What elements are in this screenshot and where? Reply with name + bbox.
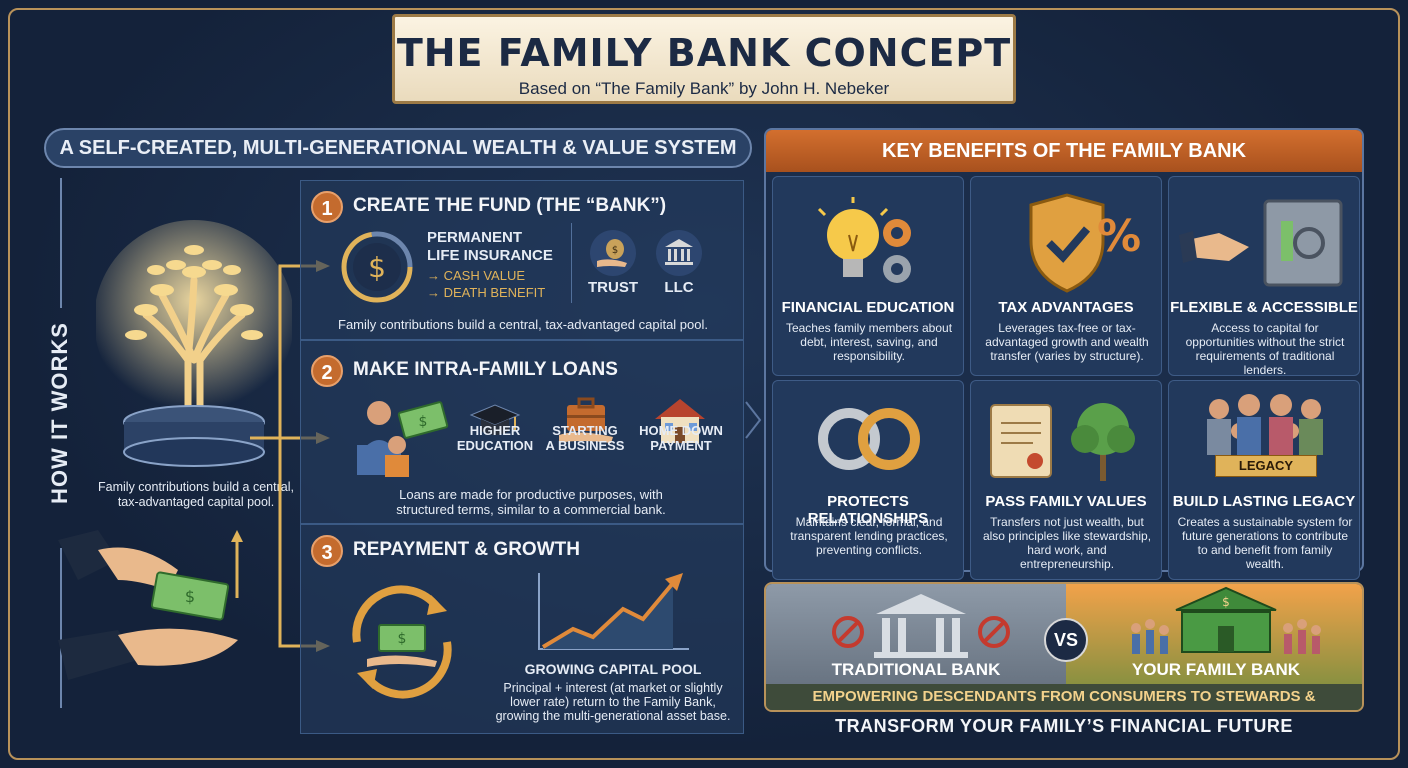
footer-tagline: TRANSFORM YOUR FAMILY’S FINANCIAL FUTURE — [835, 716, 1293, 736]
comparison-tagline: EMPOWERING DESCENDANTS FROM CONSUMERS TO… — [766, 684, 1362, 710]
money-bag-hand-icon: $ — [590, 230, 636, 276]
benefit-title-tax: TAX ADVANTAGES — [998, 299, 1134, 316]
step-3-description: Principal + interest (at market or sligh… — [495, 681, 731, 723]
step-1-description: Family contributions build a central, ta… — [338, 317, 708, 332]
chevron-right-icon — [745, 401, 762, 439]
comparison-panel: TRADITIONAL BANK $ YOUR FAMILY BANK VS E… — [764, 582, 1364, 712]
dollar-cycle-icon: $ — [341, 231, 413, 303]
benefit-desc-relationships: Maintains clear, formal, and transparent… — [790, 515, 948, 557]
page-title: THE FAMILY BANK CONCEPT — [396, 31, 1012, 75]
linked-rings-icon — [818, 408, 920, 470]
svg-text:$: $ — [1222, 595, 1230, 609]
benefit-card-tax: % TAX ADVANTAGES Leverages tax-free or t… — [970, 176, 1162, 376]
svg-text:$: $ — [185, 587, 195, 606]
step-2-title: MAKE INTRA-FAMILY LOANS — [353, 359, 618, 380]
left-section-banner: A SELF-CREATED, MULTI-GENERATIONAL WEALT… — [44, 128, 752, 168]
side-divider-top — [60, 178, 62, 308]
insurance-label-line1: PERMANENT — [427, 229, 523, 246]
benefit-title-flexible: FLEXIBLE & ACCESSIBLE — [1170, 299, 1358, 316]
briefcase-hand-icon — [559, 397, 613, 443]
step-1-title: CREATE THE FUND (THE “BANK”) — [353, 195, 667, 216]
purpose-education-line1: HIGHER — [469, 423, 521, 438]
benefit-card-relationships: PROTECTS RELATIONSHIPS Maintains clear, … — [772, 380, 964, 580]
step-1-number: 1 — [311, 191, 343, 223]
traditional-bank-icon — [832, 594, 1010, 658]
growth-chart-icon — [538, 573, 689, 650]
benefit-desc-tax: Leverages tax-free or tax-advantaged gro… — [985, 321, 1149, 363]
benefit-desc-values: Transfers not just wealth, but also prin… — [982, 515, 1152, 571]
side-divider-bottom — [60, 548, 62, 708]
benefit-title-relationships: PROTECTS RELATIONSHIPS — [807, 493, 929, 527]
step-2-description: Loans are made for productive purposes, … — [396, 487, 666, 517]
svg-text:%: % — [1097, 211, 1141, 262]
benefit-title-values: PASS FAMILY VALUES — [985, 493, 1147, 510]
step-3-panel: 3 REPAYMENT & GROWTH $ GROWING CAPITAL P… — [300, 524, 744, 734]
benefit-card-values: PASS FAMILY VALUES Transfers not just we… — [970, 380, 1162, 580]
how-it-works-label: HOW IT WORKS — [47, 322, 72, 504]
purpose-home-line2: PAYMENT — [650, 438, 712, 453]
benefit-desc-legacy: Creates a sustainable system for future … — [1177, 515, 1353, 571]
giving-hands-icon: $ — [58, 530, 238, 680]
svg-text:$: $ — [398, 631, 407, 647]
vs-badge: VS — [1044, 618, 1088, 662]
svg-text:$: $ — [612, 245, 618, 256]
purpose-education-line2: EDUCATION — [456, 438, 534, 453]
family-bank-icon: $ — [1131, 586, 1321, 654]
shield-percent-icon: % — [1029, 193, 1141, 293]
step-2-panel: 2 MAKE INTRA-FAMILY LOANS $ HIGHER EDUCA… — [300, 340, 744, 524]
family-bank-label: YOUR FAMILY BANK — [1131, 660, 1301, 679]
svg-text:$: $ — [368, 251, 386, 284]
step-2-number: 2 — [311, 355, 343, 387]
family-cash-icon: $ — [357, 401, 449, 477]
repayment-cycle-icon: $ — [352, 585, 452, 699]
benefit-desc-education: Teaches family members about debt, inter… — [785, 321, 953, 363]
handshake-vault-icon — [1179, 199, 1343, 287]
step-1-panel: 1 CREATE THE FUND (THE “BANK”) $ PERMANE… — [300, 180, 744, 340]
purpose-business-line1: STARTING — [552, 423, 618, 438]
tree-caption: Family contributions build a central, ta… — [98, 480, 294, 509]
graduation-cap-icon — [469, 404, 521, 435]
benefit-card-education: FINANCIAL EDUCATION Teaches family membe… — [772, 176, 964, 376]
page-subtitle: Based on “The Family Bank” by John H. Ne… — [518, 79, 890, 98]
house-icon — [655, 399, 705, 443]
glowing-tree-icon — [96, 220, 292, 467]
scroll-tree-icon — [990, 403, 1135, 481]
step-1-divider — [571, 223, 572, 303]
death-benefit-label: → DEATH BENEFIT — [427, 285, 546, 300]
up-arrow-icon — [231, 530, 243, 598]
benefit-title-legacy: BUILD LASTING LEGACY — [1172, 493, 1356, 510]
step-3-title: REPAYMENT & GROWTH — [353, 539, 580, 560]
traditional-bank-label: TRADITIONAL BANK — [831, 660, 1001, 679]
benefits-header: KEY BENEFITS OF THE FAMILY BANK — [766, 130, 1362, 172]
legacy-ribbon: LEGACY — [1215, 455, 1317, 477]
benefit-desc-flexible: Access to capital for opportunities with… — [1185, 321, 1345, 377]
svg-text:$: $ — [419, 414, 428, 430]
benefit-title-education: FINANCIAL EDUCATION — [781, 299, 955, 316]
title-banner: THE FAMILY BANK CONCEPT Based on “The Fa… — [351, 14, 1057, 104]
growth-chart-label: GROWING CAPITAL POOL — [524, 661, 702, 677]
insurance-label-line2: LIFE INSURANCE — [427, 247, 553, 264]
trust-label: TRUST — [588, 279, 638, 296]
institution-icon — [656, 230, 702, 276]
lightbulb-gears-icon — [817, 197, 911, 283]
benefits-panel: KEY BENEFITS OF THE FAMILY BANK FINANCIA… — [764, 128, 1364, 580]
purpose-home-line1: HOME DOWN — [639, 423, 723, 438]
llc-label: LLC — [664, 279, 694, 296]
benefit-card-flexible: FLEXIBLE & ACCESSIBLE Access to capital … — [1168, 176, 1360, 377]
step-3-number: 3 — [311, 535, 343, 567]
family-legacy-icon — [1207, 394, 1323, 455]
purpose-business-line2: A BUSINESS — [545, 438, 625, 453]
benefit-card-legacy: LEGACY BUILD LASTING LEGACY Creates a su… — [1168, 380, 1360, 580]
cash-value-label: → CASH VALUE — [427, 268, 526, 283]
